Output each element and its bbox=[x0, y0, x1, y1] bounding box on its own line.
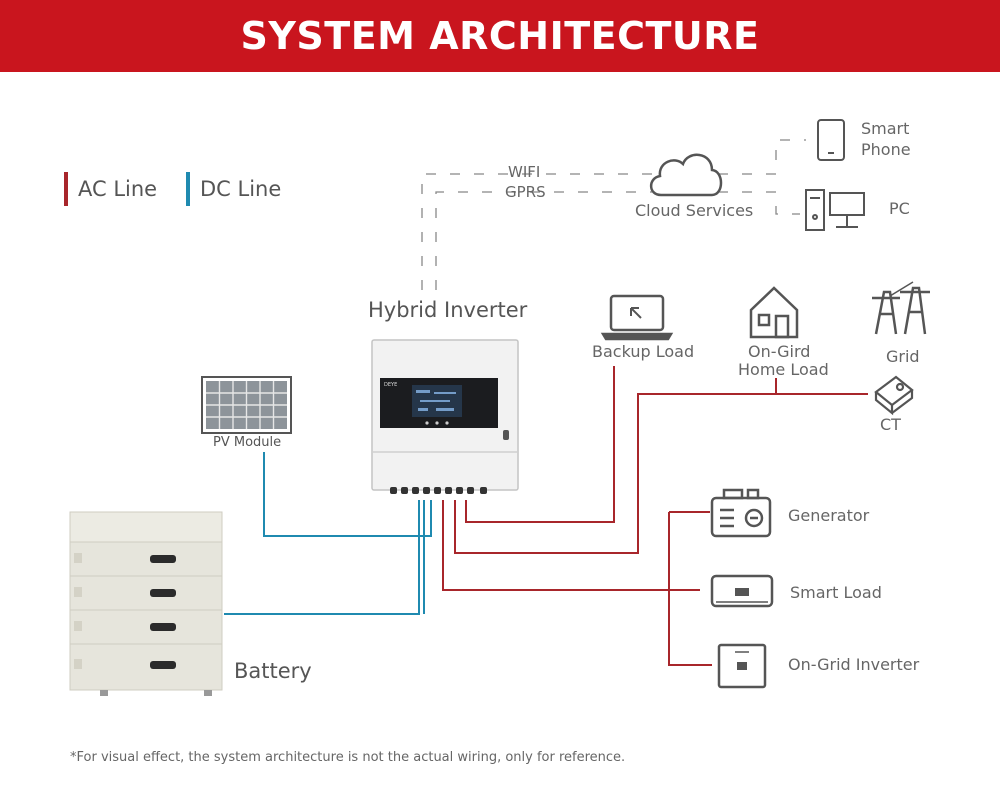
wifi-link bbox=[421, 173, 652, 290]
backup-load-label: Backup Load bbox=[592, 342, 695, 361]
page-title: SYSTEM ARCHITECTURE bbox=[240, 14, 760, 58]
backup-load-icon bbox=[600, 294, 674, 341]
ct-icon bbox=[874, 375, 914, 416]
smart-load-label: Smart Load bbox=[790, 583, 882, 602]
ac-line-swatch bbox=[64, 172, 68, 206]
pv-module-label: PV Module bbox=[213, 435, 282, 450]
cloud-icon bbox=[649, 153, 723, 197]
header-banner: SYSTEM ARCHITECTURE bbox=[0, 0, 1000, 72]
pv-line bbox=[263, 452, 432, 537]
hybrid-inverter-label: Hybrid Inverter bbox=[368, 298, 528, 322]
home-load-label-line2: Home Load bbox=[738, 360, 829, 379]
smart-load-line bbox=[442, 500, 700, 591]
home-load-icon bbox=[749, 286, 799, 339]
wifi-label: WIFI bbox=[508, 163, 541, 181]
gprs-link bbox=[435, 191, 652, 290]
home-load-label-line1: On-Gird bbox=[748, 342, 811, 361]
grid-label: Grid bbox=[886, 347, 920, 366]
dc-line-swatch bbox=[186, 172, 190, 206]
battery-stack bbox=[69, 511, 223, 696]
communication-lines bbox=[421, 139, 806, 290]
legend-ac-label: AC Line bbox=[78, 177, 158, 201]
legend-dc-label: DC Line bbox=[200, 177, 282, 201]
gprs-label: GPRS bbox=[505, 183, 546, 201]
pc-icon bbox=[805, 189, 865, 231]
smart-load-icon bbox=[710, 574, 774, 608]
generator-ongrid-bus bbox=[668, 512, 712, 666]
smart-phone-label-line1: Smart bbox=[861, 119, 910, 138]
smart-phone-icon bbox=[817, 119, 845, 161]
battery-line-1 bbox=[224, 500, 420, 615]
svg-text:DEYE: DEYE bbox=[384, 382, 397, 388]
legend-dc: DC Line bbox=[186, 172, 281, 206]
on-grid-inverter-label: On-Grid Inverter bbox=[788, 655, 920, 674]
hybrid-inverter: DEYE bbox=[371, 339, 519, 494]
pc-label: PC bbox=[889, 199, 910, 218]
footnote: *For visual effect, the system architect… bbox=[70, 750, 626, 765]
on-grid-inverter-icon bbox=[717, 643, 767, 689]
grid-tower-icon bbox=[872, 281, 930, 335]
cloud-pc-link bbox=[718, 191, 800, 215]
legend-ac: AC Line bbox=[64, 172, 157, 206]
grid-line bbox=[454, 393, 868, 554]
generator-icon bbox=[710, 488, 772, 538]
cloud-phone-link bbox=[718, 139, 806, 175]
battery-label: Battery bbox=[234, 659, 312, 683]
backup-load-line bbox=[465, 366, 615, 523]
pv-module-panel bbox=[201, 376, 292, 434]
generator-label: Generator bbox=[788, 506, 870, 525]
dc-lines bbox=[224, 452, 432, 615]
cloud-services-label: Cloud Services bbox=[635, 201, 754, 220]
smart-phone-label-line2: Phone bbox=[861, 140, 911, 159]
ac-lines bbox=[442, 366, 868, 666]
ct-label: CT bbox=[880, 415, 901, 434]
